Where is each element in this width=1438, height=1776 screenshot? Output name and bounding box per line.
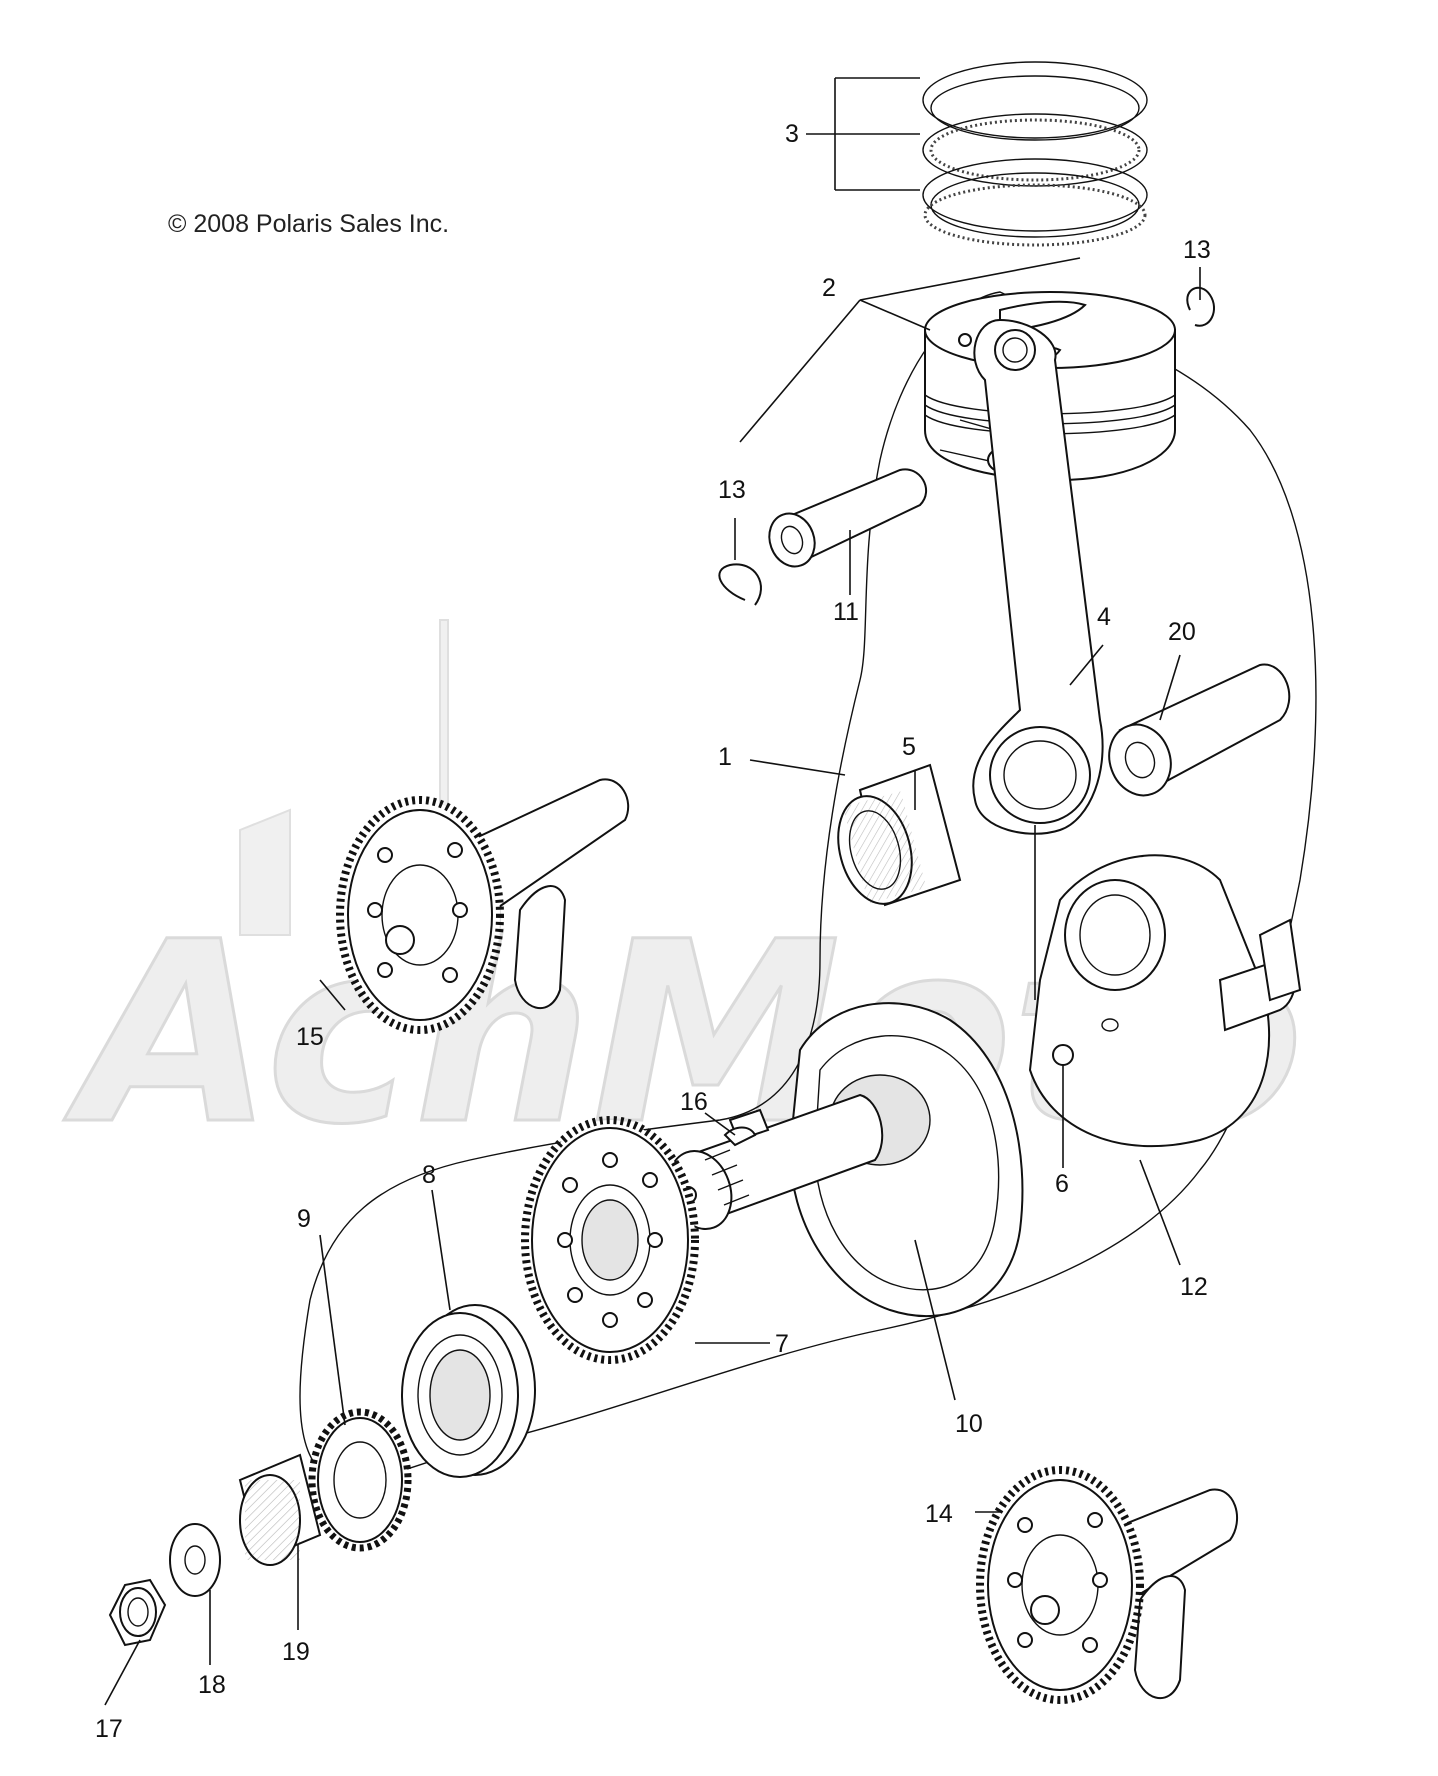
callout-1: 1: [718, 743, 732, 771]
circlip-lower: [718, 563, 762, 606]
callout-labels: 3 2 13 13 11 4 20 1 5 6 12 16 8 9 7 10 1…: [95, 120, 1211, 1743]
callout-14: 14: [925, 1500, 953, 1528]
callout-7: 7: [775, 1330, 789, 1358]
callout-15: 15: [296, 1023, 324, 1051]
piston-rings: [922, 61, 1148, 247]
balance-shaft-upper: [336, 778, 630, 1034]
callout-10: 10: [955, 1410, 983, 1438]
wrist-pin: [768, 468, 927, 568]
balance-shaft-lower: [976, 1466, 1239, 1704]
callout-12: 12: [1180, 1273, 1208, 1301]
connecting-rod: [972, 318, 1104, 835]
callout-4: 4: [1097, 603, 1111, 631]
callout-11: 11: [833, 598, 859, 626]
nut: [108, 1578, 167, 1647]
leader-lines: [104, 77, 1201, 1706]
callout-18: 18: [198, 1671, 226, 1699]
woodruff-key: [723, 1126, 757, 1147]
washer: [169, 1523, 221, 1597]
copyright-notice: © 2008 Polaris Sales Inc.: [168, 210, 450, 238]
callout-9: 9: [297, 1205, 311, 1233]
callout-8: 8: [422, 1161, 436, 1189]
needle-bearing: [837, 763, 962, 907]
callout-6: 6: [1055, 1170, 1069, 1198]
small-gear: [308, 1408, 412, 1552]
circlip-upper: [1186, 286, 1215, 327]
crank-pin: [1108, 663, 1291, 797]
callout-13-upper: 13: [1183, 236, 1211, 264]
callout-5: 5: [902, 733, 916, 761]
callout-19: 19: [282, 1638, 310, 1666]
callout-16: 16: [680, 1088, 708, 1116]
ball: [1052, 1044, 1074, 1066]
callout-13-lower: 13: [718, 476, 746, 504]
crank-gear: [521, 1116, 699, 1364]
main-bearing: [401, 1304, 536, 1478]
callout-20: 20: [1168, 618, 1196, 646]
callout-2: 2: [822, 274, 836, 302]
callout-3: 3: [785, 120, 799, 148]
callout-17: 17: [95, 1715, 123, 1743]
crank-web-right: [1028, 854, 1302, 1148]
needle-bearing-small: [238, 1453, 322, 1566]
crank-web-left: [667, 1002, 1024, 1318]
